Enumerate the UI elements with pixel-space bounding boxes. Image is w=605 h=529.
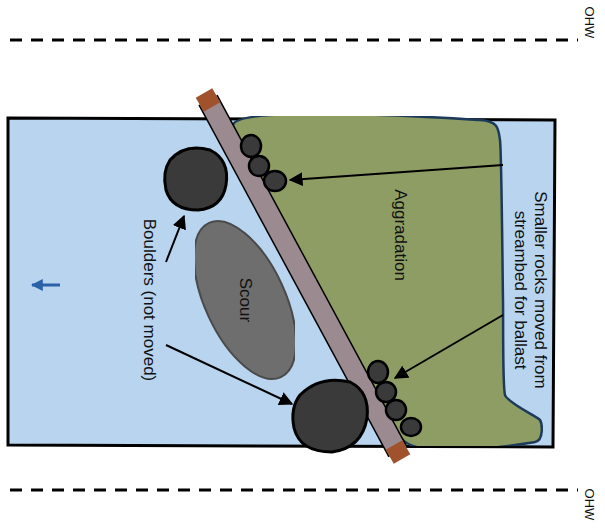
- ohw-label: OHW: [582, 484, 597, 524]
- area-label: Scour: [235, 265, 255, 335]
- callout-note: Smaller rocks moved from streambed for b…: [510, 175, 550, 405]
- leader-arrow: [166, 216, 184, 262]
- area-label: Aggradation: [390, 165, 410, 305]
- flow-arrow: [32, 284, 60, 287]
- ohw-label: OHW: [582, 2, 597, 42]
- ohw-line: [10, 489, 578, 492]
- scour-area: Scour: [195, 208, 295, 392]
- log-end: [394, 445, 402, 459]
- boulder: [293, 380, 368, 452]
- ohw-line: [10, 39, 578, 42]
- scour-shape: [195, 208, 295, 392]
- boulder: [165, 148, 227, 210]
- callout-note: Boulders (not moved): [139, 200, 159, 400]
- log-end: [204, 93, 212, 107]
